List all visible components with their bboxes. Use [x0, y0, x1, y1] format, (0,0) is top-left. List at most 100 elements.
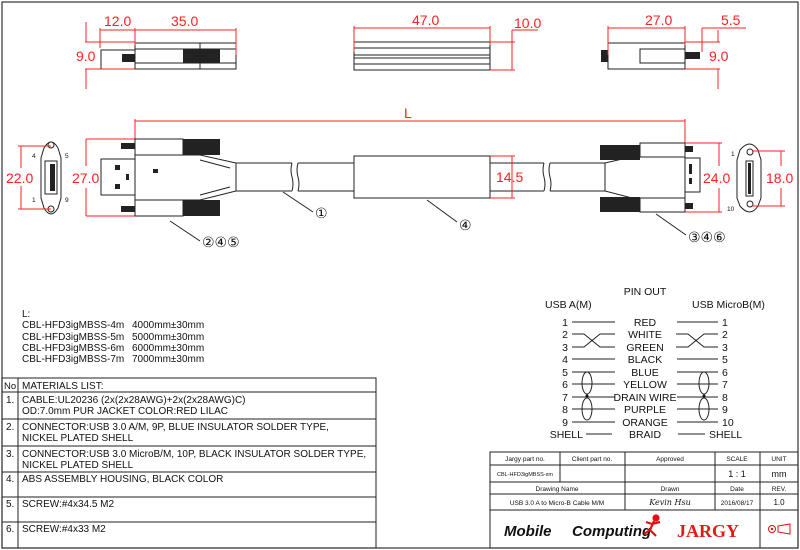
callout-cable: ① — [315, 206, 328, 222]
material-desc: OD:7.0mm PUR JACKET COLOR:RED LILAC — [22, 406, 228, 417]
pinout-row: SHELL BRAID SHELL — [550, 429, 743, 441]
title-block: Jargy part no. Client part no. Approved … — [489, 451, 799, 549]
usb-a-side-view: 12.0 35.0 9.0 — [76, 13, 237, 89]
label-rev: REV. — [772, 486, 787, 493]
pin-a: 8 — [562, 404, 568, 416]
drawing-name: USB 3.0 A to Micro-B Cable M/M — [510, 500, 604, 507]
pin-b: 3 — [722, 342, 728, 354]
wire-color: RED — [634, 317, 657, 329]
micro-b-end-view: 18.0 1 10 — [727, 143, 793, 213]
pin-b: 6 — [722, 367, 728, 379]
cable-plan-view: 27.0 14.5 24.0 — [72, 138, 730, 217]
label-approved: Approved — [656, 456, 684, 463]
pinout-left-header: USB A(M) — [545, 299, 592, 311]
logo-mobile: Mobile — [504, 523, 552, 540]
usb-a-end-view: 22.0 4 5 1 9 — [6, 141, 69, 215]
dim-housing-thickness: 10.0 — [514, 15, 541, 31]
pin-a: 6 — [562, 379, 568, 391]
wire-color: PURPLE — [624, 404, 666, 416]
pin-b: SHELL — [709, 429, 742, 441]
wire-color: DRAIN WIRE — [614, 392, 677, 404]
dim-micro-end-width: 18.0 — [766, 170, 793, 186]
wire-color: ORANGE — [622, 417, 668, 429]
callout-housing: ④ — [459, 218, 472, 234]
length-value: 5000mm±30mm — [132, 332, 204, 343]
label-drawn: Drawn — [661, 486, 680, 493]
length-value: 6000mm±30mm — [132, 343, 204, 354]
pin-a: 1 — [562, 317, 568, 329]
dim-plug-a-thickness: 9.0 — [76, 48, 96, 64]
wire-color: BLUE — [631, 367, 658, 379]
logo-jargy: JARGY — [677, 521, 739, 541]
pinout-right-header: USB MicroB(M) — [692, 299, 765, 311]
pin-b: 2 — [722, 329, 728, 341]
material-no: 5. — [6, 499, 14, 510]
material-desc: ABS ASSEMBLY HOUSING, BLACK COLOR — [22, 474, 223, 485]
label-client-part: Client part no. — [572, 456, 613, 463]
rev-value: 1.0 — [773, 498, 785, 507]
label-date: Date — [730, 486, 744, 493]
dim-plug-a-length: 12.0 — [104, 13, 131, 29]
pin-label: 1 — [731, 151, 735, 158]
dim-micro-height: 24.0 — [703, 170, 730, 186]
materials-table: No MATERIALS LIST: 1. CABLE:UL20236 (2x(… — [1, 377, 377, 549]
label-unit: UNIT — [771, 456, 786, 463]
wire-color: BRAID — [629, 429, 662, 441]
pin-a: 9 — [562, 417, 568, 429]
micro-b-plug — [684, 157, 701, 193]
pin-a: SHELL — [550, 429, 583, 441]
housing-side-view: 47.0 10.0 — [353, 12, 541, 71]
pinout-title: PIN OUT — [624, 286, 667, 298]
dim-housing-width: 14.5 — [496, 169, 523, 185]
dim-micro-thickness: 9.0 — [709, 48, 729, 64]
length-part: CBL-HFD3igMBSS-7m — [22, 354, 124, 365]
pin-a: 4 — [562, 354, 568, 366]
pinout-row: 5 BLUE 6 — [562, 367, 728, 379]
pin-b: 9 — [722, 404, 728, 416]
material-desc: SCREW:#4x33 M2 — [22, 524, 106, 535]
wire-color: YELLOW — [623, 379, 667, 391]
material-no: 1. — [6, 395, 14, 406]
callouts: ① ②④⑤ ④ ③④⑥ — [169, 191, 726, 251]
pin-b: 8 — [722, 392, 728, 404]
wire-color: BLACK — [628, 354, 662, 366]
pin-label: 1 — [32, 197, 36, 204]
material-no: 3. — [6, 449, 14, 460]
length-value: 7000mm±30mm — [132, 354, 204, 365]
material-desc: NICKEL PLATED SHELL — [22, 460, 134, 471]
runner-logo-icon — [643, 514, 661, 537]
dim-micro-body: 27.0 — [645, 12, 672, 28]
pin-label: 4 — [32, 153, 36, 160]
logo-computing: Computing — [572, 523, 651, 540]
length-value: 4000mm±30mm — [132, 320, 204, 331]
wire-color: WHITE — [628, 329, 662, 341]
material-desc: CONNECTOR:USB 3.0 A/M, 9P, BLUE INSULATO… — [22, 422, 329, 433]
dim-housing-length: 47.0 — [412, 12, 439, 28]
pin-b: 1 — [722, 317, 728, 329]
unit-value: mm — [772, 469, 787, 479]
callout-connector-micro: ③④⑥ — [688, 230, 726, 246]
drawn-signature: Kevin Hsu — [648, 498, 691, 507]
pin-label: 9 — [65, 197, 69, 204]
projection-symbol-icon — [768, 523, 791, 535]
material-no: 6. — [6, 524, 14, 535]
pin-a: 5 — [562, 367, 568, 379]
dim-micro-plug: 5.5 — [721, 12, 741, 28]
pin-b: 7 — [722, 379, 728, 391]
dim-overall-length: L — [404, 105, 412, 121]
length-list-title: L: — [22, 309, 30, 320]
dim-plug-a-body: 35.0 — [171, 13, 198, 29]
pin-a: 2 — [562, 329, 568, 341]
date-value: 2016/08/17 — [721, 500, 754, 507]
pinout-row: 6 YELLOW 7 — [562, 379, 728, 391]
callout-connector-a: ②④⑤ — [202, 235, 240, 251]
usb-a-plug — [100, 158, 136, 196]
dim-a-height: 27.0 — [72, 170, 99, 186]
